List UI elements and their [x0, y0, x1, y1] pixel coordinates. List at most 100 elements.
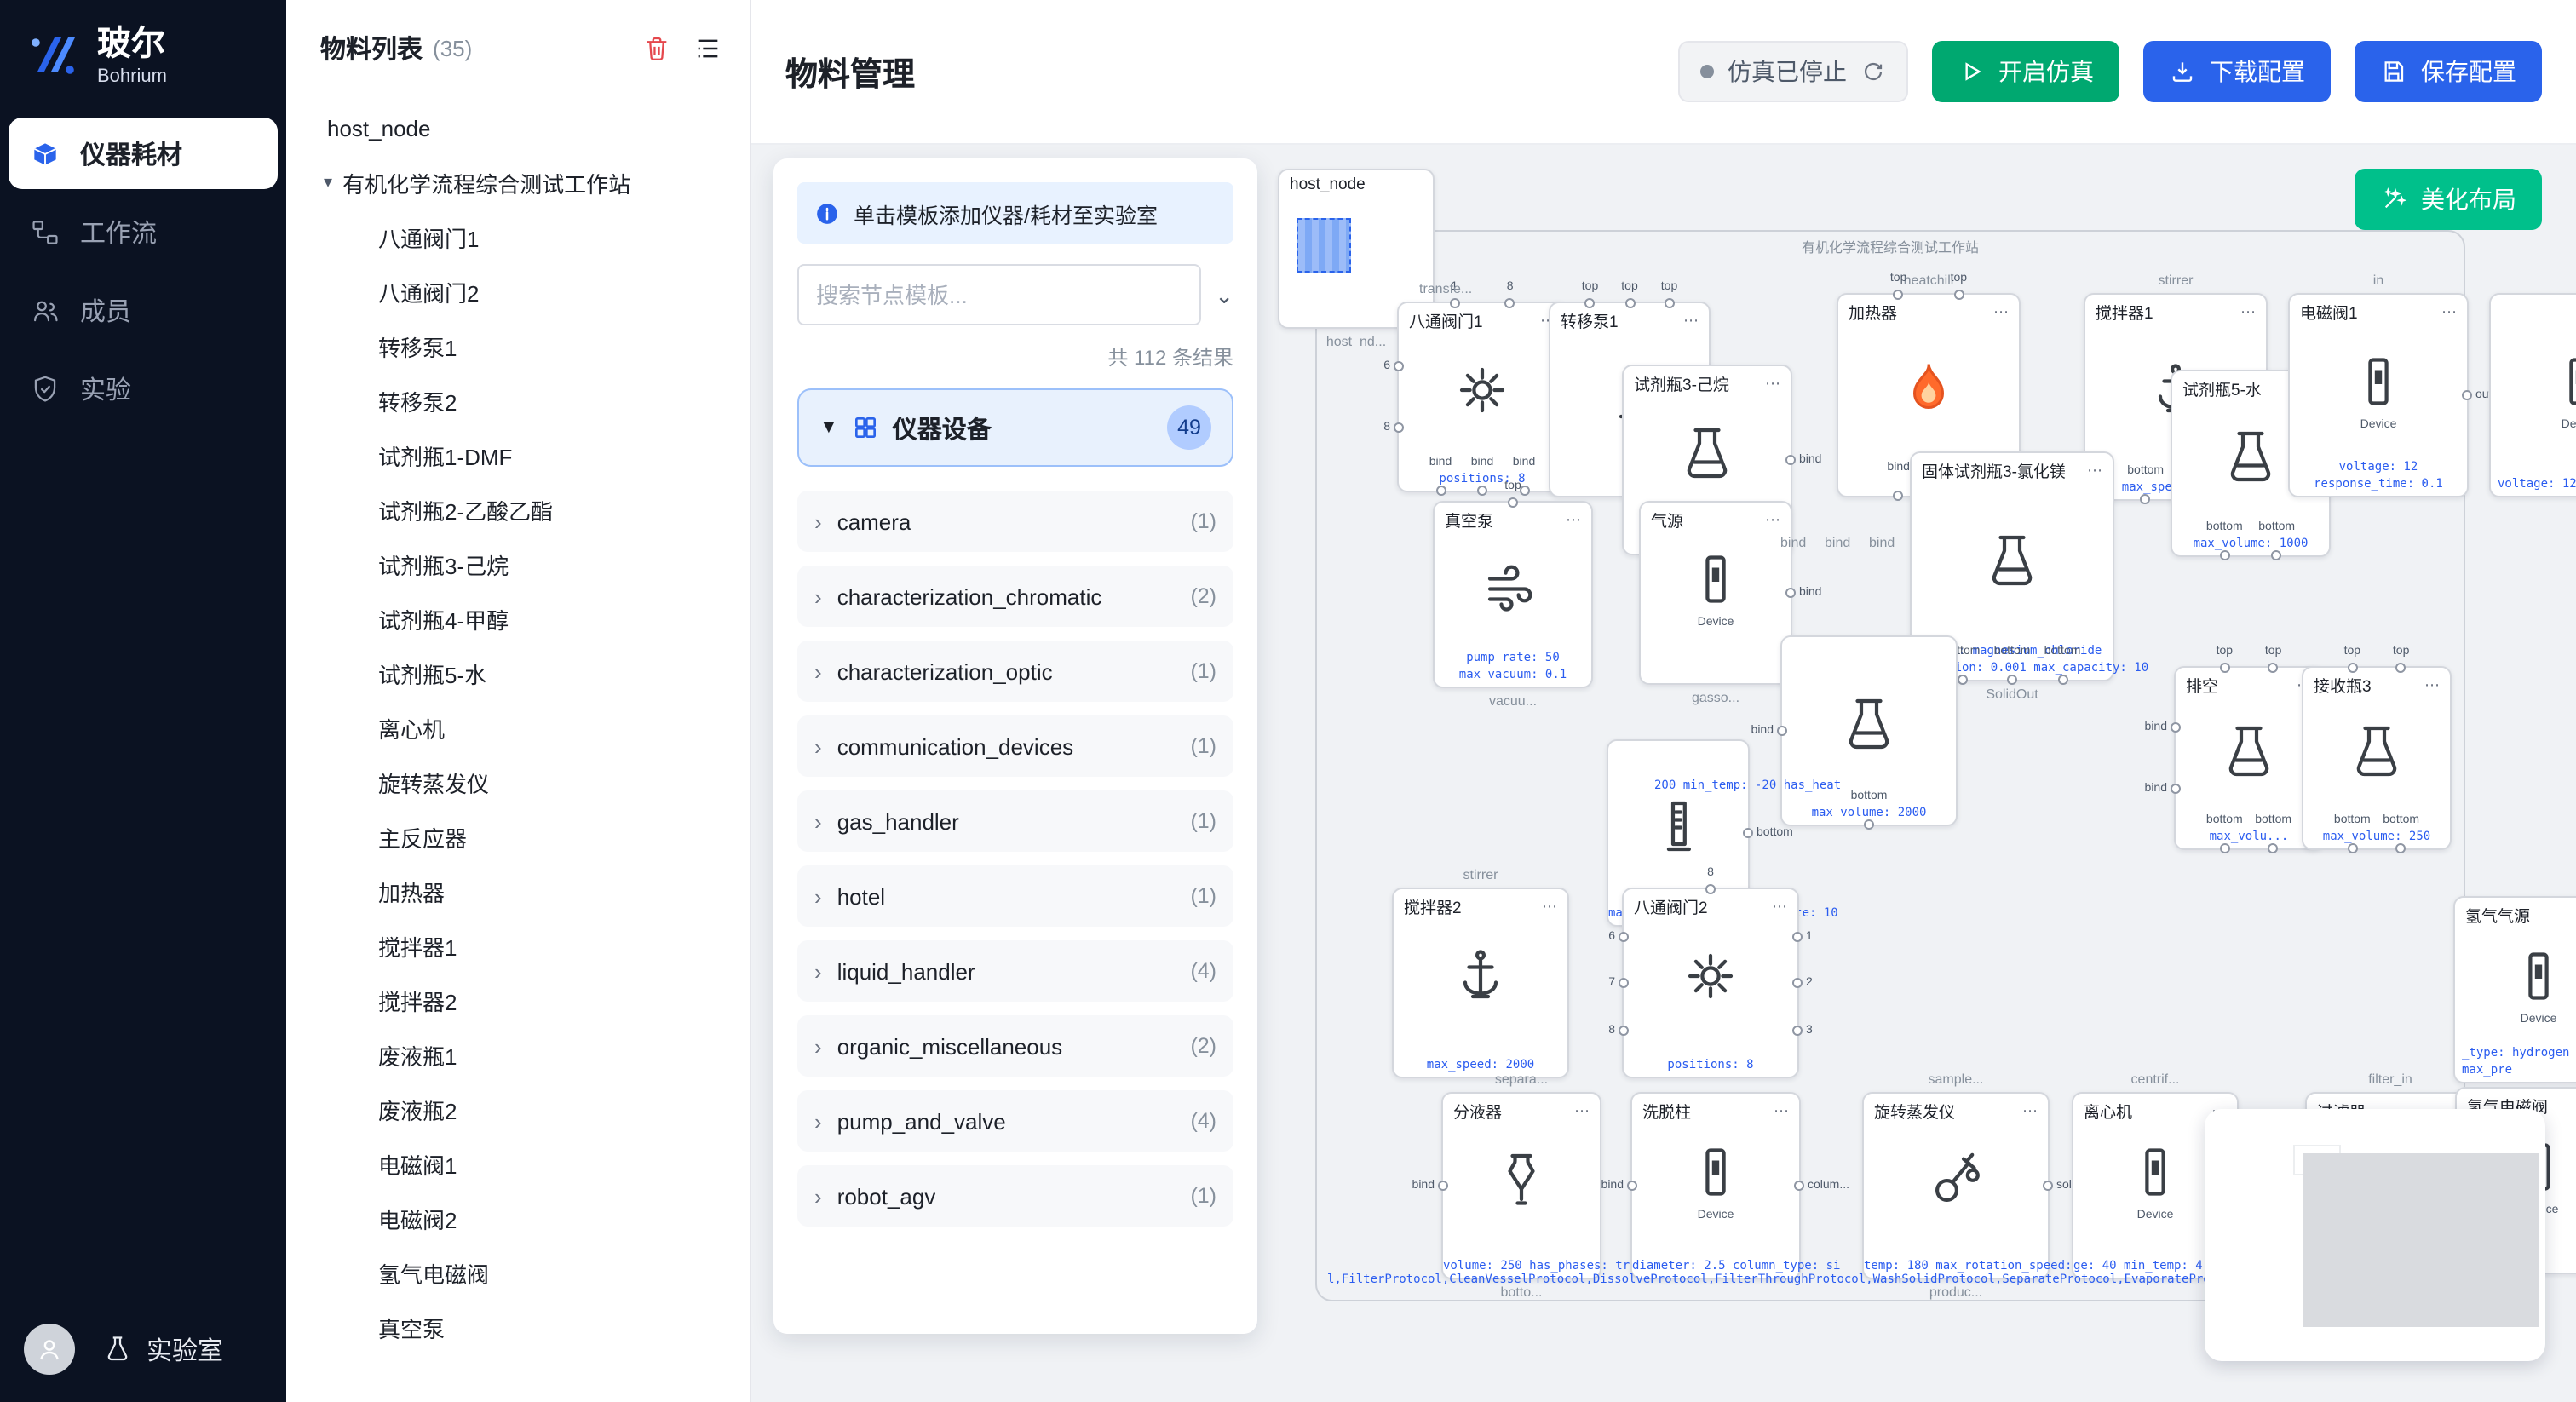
collapse-panel-icon[interactable]: ⌄	[1215, 282, 1233, 307]
tree-item[interactable]: 氢气电磁阀	[286, 1245, 750, 1300]
node-menu-icon[interactable]: ⋯	[2441, 302, 2457, 319]
save-config-button[interactable]: 保存配置	[2355, 41, 2542, 102]
workstation-group[interactable]: 有机化学流程综合测试工作站	[1315, 230, 2465, 1301]
port-dot[interactable]	[1394, 422, 1404, 434]
tree-item[interactable]: 废液瓶1	[286, 1027, 750, 1082]
tree-item[interactable]: 废液瓶2	[286, 1082, 750, 1136]
port-dot[interactable]	[2268, 843, 2279, 853]
node-menu-icon[interactable]: ⋯	[1772, 897, 1787, 914]
port-dot[interactable]	[2140, 494, 2151, 504]
port-dot[interactable]	[2007, 675, 2017, 685]
sidebar-item-workflow[interactable]: 工作流	[9, 196, 278, 267]
tree-item[interactable]: 转移泵2	[286, 373, 750, 428]
host-node-box[interactable]	[1297, 218, 1351, 273]
port-dot[interactable]	[1584, 298, 1596, 308]
tree-item-group[interactable]: ▾有机化学流程综合测试工作站	[286, 155, 750, 210]
port-dot[interactable]	[1477, 486, 1487, 496]
port-dot[interactable]	[1705, 884, 1716, 894]
port-dot[interactable]	[1619, 1025, 1629, 1035]
node-h2source[interactable]: 氢气气源⋯Device_type: hydrogenmax_pregasso..…	[2453, 896, 2576, 1104]
tree-item[interactable]: 试剂瓶3-己烷	[286, 537, 750, 591]
minimap[interactable]	[2205, 1109, 2545, 1361]
node-menu-icon[interactable]: ⋯	[2022, 1101, 2038, 1118]
node-rotovap[interactable]: sample...旋转蒸发仪⋯temp: 180 max_rotation_sp…	[1862, 1072, 2101, 1300]
beautify-layout-button[interactable]: 美化布局	[2355, 169, 2542, 230]
port-dot[interactable]	[2219, 550, 2230, 560]
template-search-input[interactable]	[797, 264, 1202, 325]
node-menu-icon[interactable]: ⋯	[1542, 897, 1557, 914]
port-dot[interactable]	[2395, 663, 2406, 673]
sidebar-item-instruments[interactable]: 仪器耗材	[9, 118, 278, 190]
port-dot[interactable]	[1504, 298, 1515, 308]
port-dot[interactable]	[2347, 663, 2358, 673]
lab-entry[interactable]: 实验室	[102, 1331, 223, 1367]
port-dot[interactable]	[2347, 843, 2358, 853]
tree-item[interactable]: 离心机	[286, 700, 750, 755]
port-dot[interactable]	[2268, 663, 2279, 673]
download-config-button[interactable]: 下载配置	[2143, 41, 2331, 102]
node-menu-icon[interactable]: ⋯	[1683, 311, 1699, 328]
port-dot[interactable]	[2271, 550, 2282, 560]
port-dot[interactable]	[1792, 931, 1803, 941]
tree-item[interactable]: 八通阀门1	[286, 210, 750, 264]
tree-item-root[interactable]: host_node	[286, 101, 750, 155]
tree-item[interactable]: 加热器	[286, 864, 750, 918]
tree-item[interactable]: 试剂瓶4-甲醇	[286, 591, 750, 646]
node-menu-icon[interactable]: ⋯	[1993, 302, 2009, 319]
port-dot[interactable]	[1508, 497, 1518, 508]
port-dot[interactable]	[2057, 675, 2067, 685]
port-dot[interactable]	[2171, 722, 2181, 733]
refresh-icon[interactable]	[1860, 59, 1886, 84]
tree-item[interactable]: 试剂瓶5-水	[286, 646, 750, 700]
tree-item[interactable]: 电磁阀1	[286, 1136, 750, 1191]
port-dot[interactable]	[2219, 843, 2230, 853]
tree-item[interactable]: 真空泵	[286, 1300, 750, 1354]
port-dot[interactable]	[1624, 298, 1635, 308]
node-menu-icon[interactable]: ⋯	[1765, 510, 1780, 527]
tree-item[interactable]: 旋转蒸发仪	[286, 755, 750, 809]
category-organic_miscellaneous[interactable]: ›organic_miscellaneous(2)	[797, 1015, 1233, 1077]
category-camera[interactable]: ›camera(1)	[797, 491, 1233, 552]
port-dot[interactable]	[2043, 1181, 2053, 1191]
port-dot[interactable]	[1619, 931, 1629, 941]
category-pump_and_valve[interactable]: ›pump_and_valve(4)	[797, 1090, 1233, 1152]
tree-item[interactable]: 搅拌器1	[286, 918, 750, 973]
category-liquid_handler[interactable]: ›liquid_handler(4)	[797, 940, 1233, 1002]
tree-item[interactable]: 搅拌器2	[286, 973, 750, 1027]
tree-item[interactable]: 试剂瓶2-乙酸乙酯	[286, 482, 750, 537]
category-characterization_optic[interactable]: ›characterization_optic(1)	[797, 641, 1233, 702]
tree-item[interactable]: 八通阀门2	[286, 264, 750, 319]
trash-icon[interactable]	[642, 34, 671, 63]
node-menu-icon[interactable]: ⋯	[1566, 510, 1581, 527]
tree-outline-icon[interactable]	[693, 34, 722, 63]
node-menu-icon[interactable]: ⋯	[2240, 302, 2256, 319]
start-simulation-button[interactable]: 开启仿真	[1932, 41, 2119, 102]
node-menu-icon[interactable]: ⋯	[1774, 1101, 1789, 1118]
port-dot[interactable]	[1785, 588, 1796, 598]
tree-item[interactable]: 转移泵1	[286, 319, 750, 373]
tree-item[interactable]: 电磁阀2	[286, 1191, 750, 1245]
tree-item[interactable]: 试剂瓶1-DMF	[286, 428, 750, 482]
section-instrument-devices[interactable]: ▼ 仪器设备 49	[797, 388, 1233, 467]
node-menu-icon[interactable]: ⋯	[2087, 461, 2102, 478]
port-dot[interactable]	[1519, 486, 1529, 496]
port-dot[interactable]	[2395, 843, 2406, 853]
node-menu-icon[interactable]: ⋯	[2424, 675, 2440, 692]
port-dot[interactable]	[1785, 455, 1796, 465]
port-dot[interactable]	[1438, 1181, 1448, 1191]
port-dot[interactable]	[1953, 290, 1964, 300]
port-dot[interactable]	[1864, 819, 1874, 830]
port-dot[interactable]	[2462, 390, 2472, 400]
port-dot[interactable]	[2219, 663, 2230, 673]
port-dot[interactable]	[1893, 290, 1904, 300]
category-communication_devices[interactable]: ›communication_devices(1)	[797, 715, 1233, 777]
